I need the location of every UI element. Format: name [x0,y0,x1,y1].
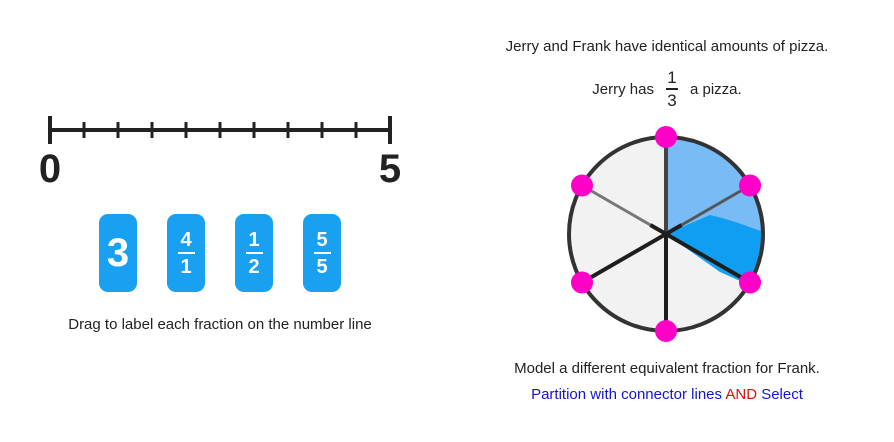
jerry-statement: Jerry has 1 3 a pizza. [440,68,894,110]
connector-handle[interactable] [570,174,593,197]
tile-4-over-1[interactable]: 4 1 [167,214,205,292]
model-prompt: Model a different equivalent fraction fo… [514,360,820,377]
hint-and: AND [725,386,758,403]
number-line-ticks [48,116,392,144]
connector-line[interactable] [579,232,668,285]
tile-5-over-5[interactable]: 5 5 [303,214,341,292]
tile-denominator: 5 [316,255,328,278]
tile-1-over-2[interactable]: 1 2 [235,214,273,292]
connector-line[interactable] [680,184,752,227]
connector-lines[interactable] [579,135,753,333]
connector-handles[interactable] [570,126,762,342]
connector-handle[interactable] [739,271,762,294]
jerry-prefix: Jerry has [592,80,654,98]
tile-3[interactable]: 3 [99,214,137,292]
drag-instructions: Drag to label each fraction on the numbe… [68,316,372,333]
connector-handle[interactable] [655,126,677,148]
connector-handle[interactable] [570,271,593,294]
partition-hint: Partition with connector lines AND Selec… [440,386,894,403]
fraction-bar [665,88,678,90]
fraction-bar [313,251,331,254]
connector-line[interactable] [580,184,652,227]
fraction-bar [177,251,195,254]
number-line-end-label: 5 [379,147,401,188]
number-line-start-label: 0 [40,147,61,188]
selected-shading-dark [666,215,763,292]
tile-value: 3 [106,231,130,275]
hint-part1: Partition with connector lines [531,386,723,403]
connector-line-inner [664,223,683,236]
jerry-denominator: 3 [667,91,677,110]
problem-title: Jerry and Frank have identical amounts o… [505,38,829,55]
connector-line-inner [649,223,668,236]
hint-part2: Select [761,386,803,403]
jerry-fraction: 1 3 [665,68,678,110]
jerry-numerator: 1 [667,68,677,87]
jerry-suffix: a pizza. [689,80,742,98]
tile-denominator: 1 [180,255,192,278]
tile-numerator: 1 [248,228,260,251]
connector-line[interactable] [664,232,753,285]
pizza-model[interactable] [560,122,772,346]
connector-handle[interactable] [655,320,677,342]
connector-handle[interactable] [739,174,762,197]
tile-denominator: 2 [248,255,260,278]
fraction-bar [245,251,263,254]
number-line: 0 5 [40,116,401,188]
tile-numerator: 4 [180,228,192,251]
tile-numerator: 5 [316,228,328,251]
pizza-slice[interactable] [569,185,666,283]
